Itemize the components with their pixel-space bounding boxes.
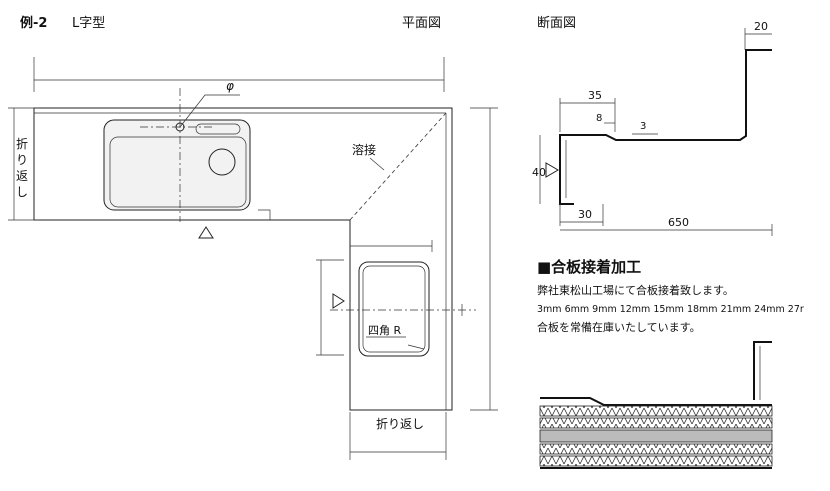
sink-bowl [103, 119, 251, 211]
fold-left-char-4: し [16, 185, 28, 199]
section-view: 20 35 8 3 40 30 650 [532, 20, 773, 236]
corner-r-label: 四角 R [368, 324, 401, 337]
plywood-section: ■合板接着加工 弊社東松山工場にて合板接着致します。 3mm 6mm 9mm 1… [537, 258, 804, 469]
laminate-layer-3 [539, 443, 773, 455]
dim-8: 8 [596, 113, 602, 124]
plywood-line-2: 3mm 6mm 9mm 12mm 15mm 18mm 21mm 24mm 27r [537, 304, 804, 315]
overflow-slot [195, 123, 241, 135]
phi-leader [179, 94, 240, 128]
front-marker-right [332, 293, 345, 309]
drain-hole [208, 148, 236, 176]
dim-40: 40 [532, 166, 546, 179]
laminate-layer-1 [539, 405, 773, 417]
section-front-marker [545, 162, 559, 178]
plan-view-title: 平面図 [402, 16, 441, 31]
laminate-top-sheet [540, 397, 772, 406]
sub-sink-bowl [358, 261, 430, 357]
top-profile [574, 49, 772, 141]
example-label: 例-2 [20, 15, 47, 31]
front-marker-left [198, 226, 214, 239]
fold-left-char-1: 折 [16, 136, 28, 151]
dim-650: 650 [668, 216, 689, 229]
plywood-line-1: 弊社東松山工場にて合板接着致します。 [537, 283, 734, 297]
phi-label: φ [226, 79, 234, 93]
dim-35: 35 [588, 89, 602, 102]
plywood-line-3: 合板を常備在庫いたしています。 [537, 320, 701, 334]
front-edge-profile [559, 134, 574, 205]
dim-30: 30 [578, 208, 592, 221]
plywood-title: ■合板接着加工 [537, 258, 641, 276]
fold-bottom-label: 折り返し [376, 416, 424, 431]
example-type: L字型 [72, 16, 105, 31]
dim-20: 20 [754, 20, 768, 33]
weld-seam [349, 112, 447, 221]
weld-label: 溶接 [352, 142, 376, 157]
laminate-layer-2 [539, 417, 773, 429]
laminate-core [539, 429, 773, 443]
section-view-title: 断面図 [537, 16, 576, 31]
dim-3: 3 [640, 121, 646, 132]
plan-view: 折 り 返 し φ 溶接 四角 R [8, 57, 498, 460]
fold-left-char-2: り [16, 153, 28, 167]
laminate-layer-4 [539, 455, 773, 467]
fold-left-char-3: 返 [16, 169, 28, 183]
